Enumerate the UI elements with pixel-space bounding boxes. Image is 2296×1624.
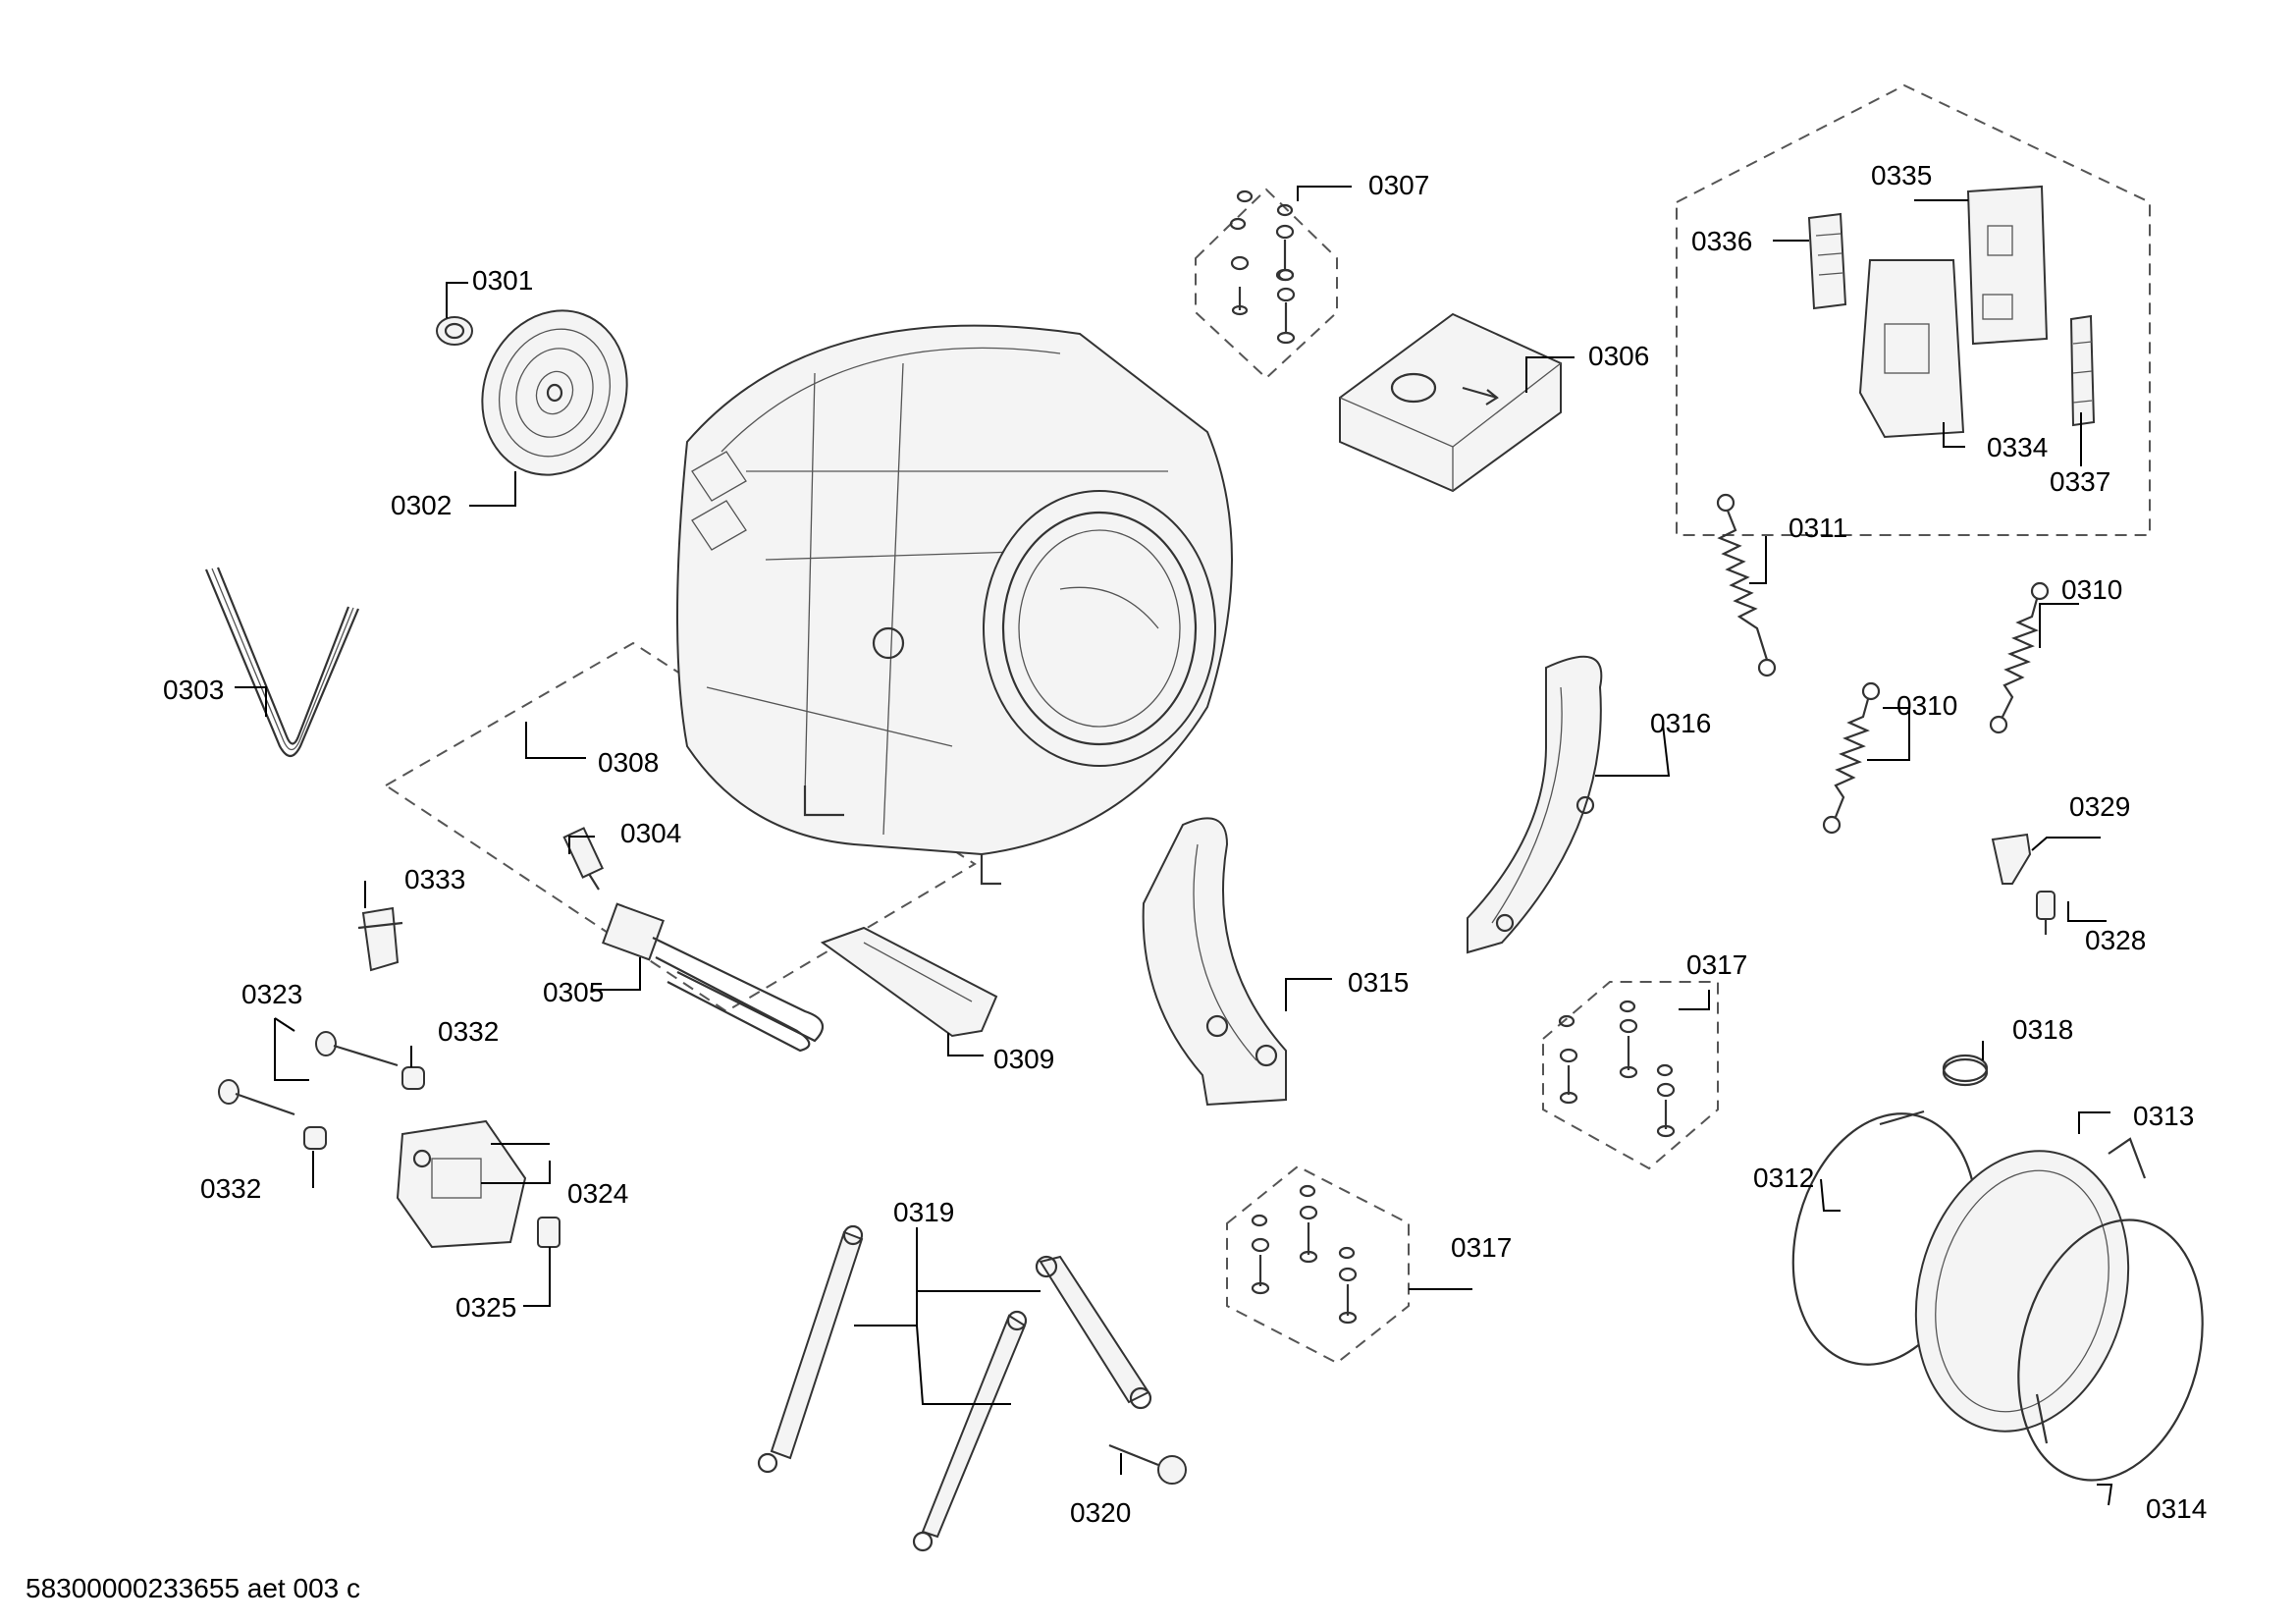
part-0302-pulley — [481, 309, 628, 476]
label-0311: 0311 — [1789, 513, 1847, 543]
part-0324-pump — [396, 1119, 527, 1249]
group-0317-lower-outline — [1226, 1164, 1410, 1365]
label-0329: 0329 — [2069, 791, 2130, 822]
label-0302: 0302 — [391, 490, 452, 520]
part-0311-spring — [1716, 493, 1777, 677]
part-0315-counterweight — [1142, 817, 1287, 1107]
label-0332-lower: 0332 — [200, 1173, 261, 1204]
label-0316: 0316 — [1650, 708, 1711, 738]
label-0310-left: 0310 — [1896, 690, 1957, 721]
label-0313: 0313 — [2133, 1101, 2194, 1131]
part-0310-spring-right — [1989, 581, 2050, 734]
label-0320: 0320 — [1070, 1497, 1131, 1528]
part-0319-shock-absorbers — [757, 1224, 1152, 1552]
label-0328: 0328 — [2085, 925, 2146, 955]
label-0303: 0303 — [163, 675, 224, 705]
part-0332-bushing-upper — [401, 1066, 425, 1090]
part-0335-board — [1966, 185, 2049, 346]
group-0308-outline — [384, 641, 977, 1013]
label-0309: 0309 — [993, 1044, 1054, 1074]
part-tub — [676, 324, 1233, 886]
part-0329-bracket — [1991, 833, 2032, 885]
part-0316-counterweight — [1467, 655, 1603, 954]
part-0337-connector — [2069, 314, 2096, 427]
part-0325-clip — [537, 1217, 561, 1248]
label-0332-upper: 0332 — [438, 1016, 499, 1047]
label-0325: 0325 — [455, 1292, 516, 1323]
label-0304: 0304 — [620, 818, 681, 848]
group-0307-outline — [1195, 188, 1338, 380]
part-0317-lower-screws — [1251, 1184, 1358, 1325]
part-0309-lifter — [820, 926, 998, 1038]
part-0332-bushing-lower — [303, 1126, 327, 1150]
label-0318: 0318 — [2012, 1014, 2073, 1045]
label-0337: 0337 — [2050, 466, 2110, 497]
group-0317-upper-outline — [1542, 981, 1719, 1170]
label-0315: 0315 — [1348, 967, 1409, 998]
label-0305: 0305 — [543, 977, 604, 1007]
part-0323-screws — [218, 1031, 399, 1116]
label-0310-right: 0310 — [2061, 574, 2122, 605]
label-0308: 0308 — [598, 747, 659, 778]
label-0333: 0333 — [404, 864, 465, 894]
label-0335: 0335 — [1871, 160, 1932, 190]
part-0304-sensor — [562, 827, 605, 891]
label-0317-upper: 0317 — [1686, 949, 1747, 980]
label-0319: 0319 — [893, 1197, 954, 1227]
part-0317-upper-screws — [1558, 1000, 1676, 1138]
part-0318-clamp — [1942, 1054, 1989, 1087]
label-0323: 0323 — [241, 979, 302, 1009]
part-0310-spring-left — [1822, 681, 1881, 835]
part-0333-clip — [357, 906, 403, 972]
part-0306-cover — [1339, 312, 1562, 493]
label-0307: 0307 — [1368, 170, 1429, 200]
part-0334-bracket — [1858, 259, 1965, 439]
part-0303-belt — [204, 567, 360, 758]
footer-reference: 58300000233655 aet 003 c — [26, 1573, 360, 1603]
part-0328-sensor — [2036, 891, 2056, 935]
label-0336: 0336 — [1691, 226, 1752, 256]
label-0312: 0312 — [1753, 1163, 1814, 1193]
group-0335-outline — [1676, 83, 2151, 536]
part-0314-clamp-ring — [2017, 1218, 2204, 1482]
label-0334: 0334 — [1987, 432, 2048, 462]
part-0307-screws — [1229, 189, 1296, 345]
label-0314: 0314 — [2146, 1493, 2207, 1524]
part-0305-heater — [602, 902, 825, 1053]
part-0313-door-seal — [1914, 1137, 2147, 1433]
part-0320-bolt — [1108, 1443, 1187, 1485]
label-0306: 0306 — [1588, 341, 1649, 371]
label-0301: 0301 — [472, 265, 533, 296]
label-0324: 0324 — [567, 1178, 628, 1209]
part-0336-connector — [1807, 212, 1847, 310]
part-0301-nut — [436, 316, 473, 346]
leader-lines — [235, 186, 2113, 1506]
label-0317-lower: 0317 — [1451, 1232, 1512, 1263]
